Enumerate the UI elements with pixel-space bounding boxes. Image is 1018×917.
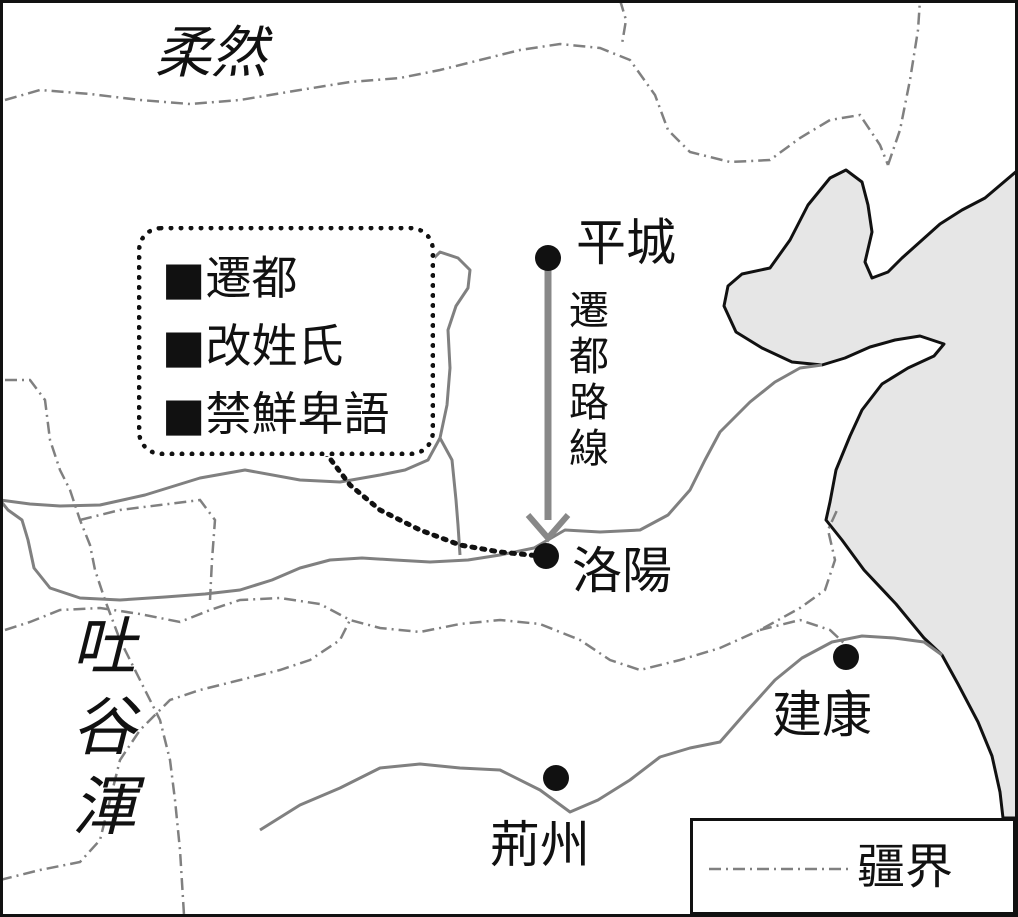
legend-boundary-sample xyxy=(709,867,853,871)
boundary-wei-south xyxy=(4,507,840,672)
jiankang-label: 建康 xyxy=(772,686,872,744)
relocation-route-arrow xyxy=(525,262,571,543)
tuyuhun-char-3: 渾 xyxy=(72,771,136,845)
yangtze-river xyxy=(259,634,943,832)
route-label: 遷 都 路 線 xyxy=(566,288,612,472)
note-item-relocation: ■遷都 xyxy=(162,251,298,305)
route-char-3: 路 xyxy=(569,380,609,426)
luoyang-dot xyxy=(533,543,559,569)
tuyuhun-label: 吐 谷 渾 xyxy=(64,608,144,848)
route-char-2: 都 xyxy=(569,334,609,380)
legend: 疆界 xyxy=(690,818,1016,915)
tuyuhun-char-1: 吐 xyxy=(72,611,136,685)
boundary-lines xyxy=(0,0,922,916)
boundary-northeast xyxy=(886,0,922,166)
jingzhou-dot xyxy=(543,765,569,791)
note-item-surnames: ■改姓氏 xyxy=(162,319,344,373)
route-char-1: 遷 xyxy=(569,288,609,334)
reform-note: ■遷都 ■改姓氏 ■禁鮮卑語 xyxy=(137,226,435,456)
jiankang-dot xyxy=(833,644,859,670)
yellow-river xyxy=(0,250,823,602)
luoyang-label: 洛陽 xyxy=(572,542,672,600)
route-char-4: 線 xyxy=(569,426,609,472)
legend-boundary-label: 疆界 xyxy=(857,839,954,895)
rouran-label: 柔然 xyxy=(155,21,267,86)
jingzhou-label: 荊州 xyxy=(490,816,590,874)
boundary-north-inner xyxy=(618,0,628,45)
pingcheng-dot xyxy=(535,245,561,271)
note-item-language-ban: ■禁鮮卑語 xyxy=(162,387,390,441)
boundary-west xyxy=(5,378,186,916)
boundary-tuyuhun-north xyxy=(79,498,217,601)
boundary-south xyxy=(0,619,352,882)
pingcheng-label: 平城 xyxy=(576,214,676,272)
boundary-north xyxy=(4,42,890,166)
note-connector xyxy=(322,449,543,559)
tuyuhun-char-2: 谷 xyxy=(72,691,136,765)
boundary-jiankang xyxy=(759,618,847,646)
sea-area xyxy=(722,168,1018,820)
